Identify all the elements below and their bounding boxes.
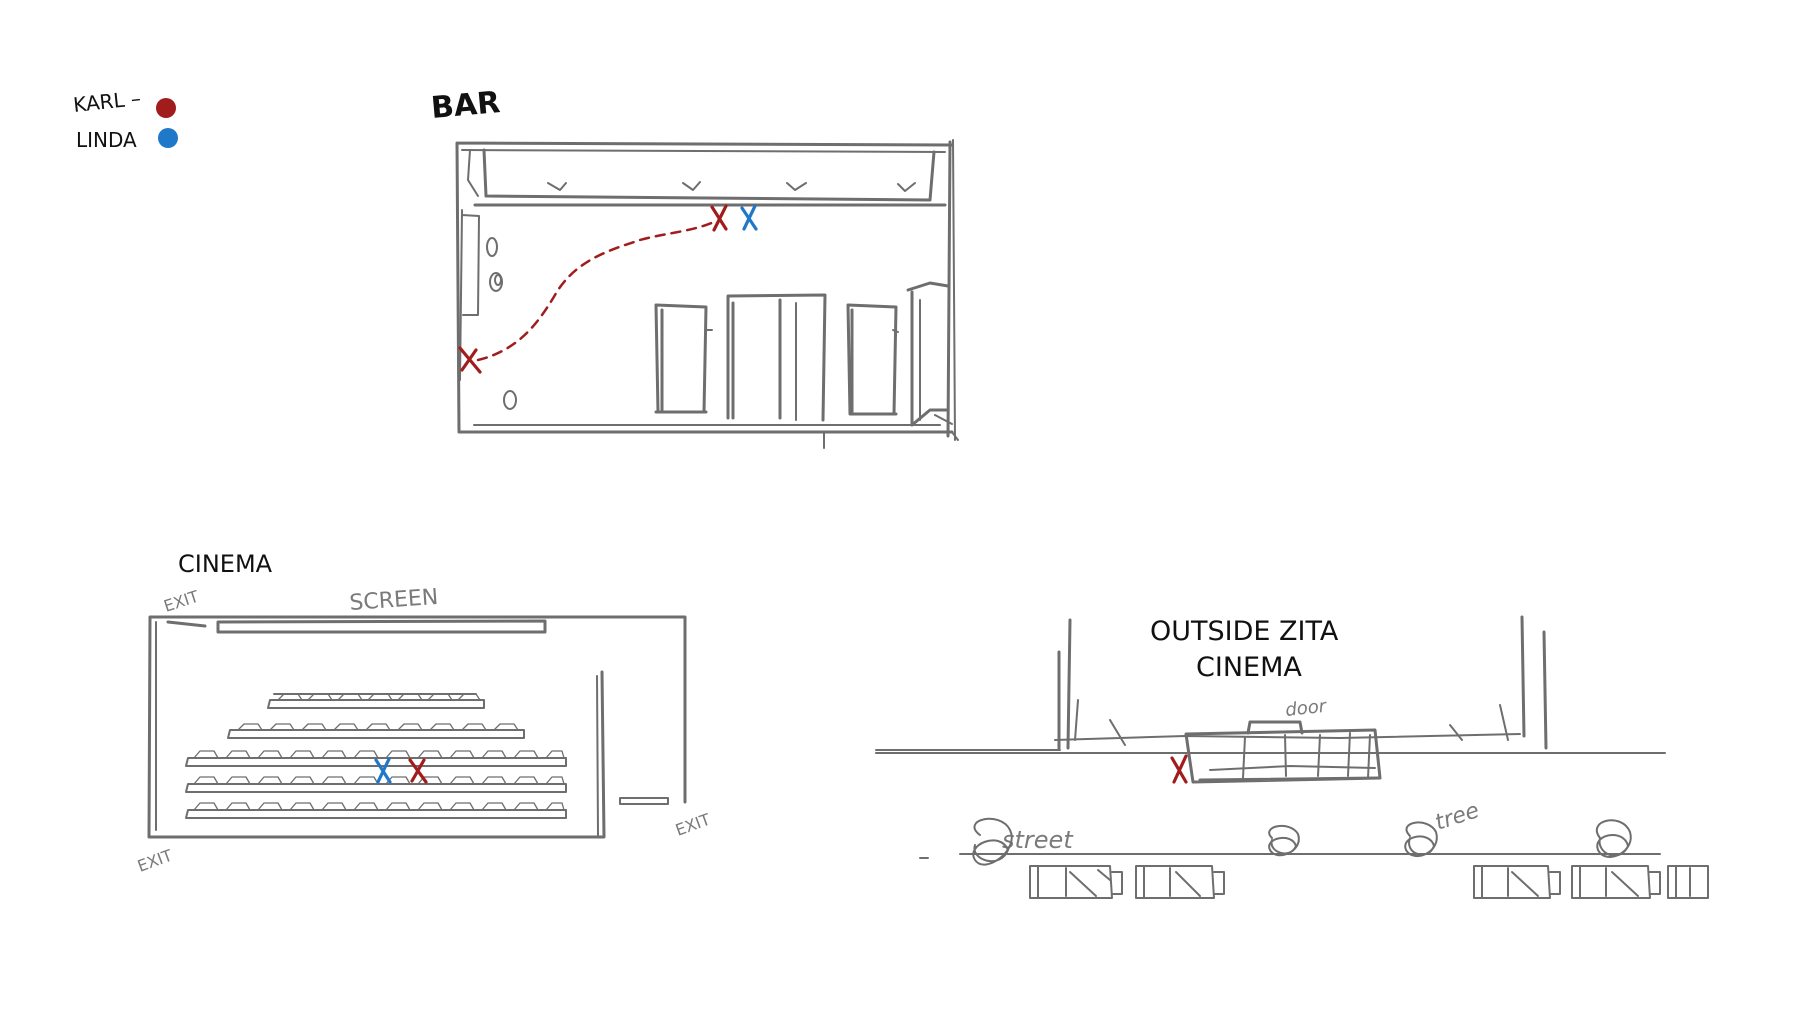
tree-scribble	[972, 817, 1013, 866]
car	[1473, 865, 1561, 899]
cinema-exit-right: EXIT	[673, 810, 713, 840]
outside-pavement-line	[875, 749, 1666, 754]
linda-marker-bar	[740, 204, 758, 231]
karl-marker-cinema	[408, 758, 428, 784]
tree-scribble	[1268, 824, 1300, 857]
car	[1135, 865, 1225, 899]
cinema-seat-row	[227, 723, 525, 739]
cinema-top-left-exit-door	[166, 620, 207, 628]
bar-booth-2	[726, 293, 827, 422]
bar-walls	[455, 140, 954, 438]
tree-scribble	[1404, 821, 1438, 857]
bar-stool	[489, 272, 503, 292]
bar-entrance	[906, 281, 950, 427]
karl-path	[476, 220, 716, 362]
bar-bottom-wall	[473, 424, 959, 449]
bar-entrance-door	[919, 299, 953, 425]
cinema-plan: CINEMA SCREEN EXIT EXIT EXIT	[135, 550, 713, 876]
bar-booth-detail	[705, 329, 899, 333]
cinema-title: CINEMA	[178, 550, 273, 578]
legend-karl-dot	[156, 98, 176, 118]
cinema-right-exit-door	[619, 797, 669, 805]
cinema-seat-row	[185, 750, 567, 767]
car	[1667, 865, 1709, 899]
bar-plan: BAR	[430, 85, 959, 449]
bar-title: BAR	[430, 85, 502, 126]
outside-door	[1246, 720, 1304, 735]
cinema-seat-row	[185, 776, 567, 793]
outside-street-label: street	[1002, 826, 1074, 854]
legend-karl-label: KARL –	[72, 86, 142, 117]
cinema-seat-row	[185, 802, 567, 819]
bar-left-shelf	[459, 209, 480, 381]
cinema-seat-row	[267, 693, 485, 709]
cinema-screen	[216, 619, 547, 634]
bar-stool	[503, 390, 517, 410]
cinema-exit-bottom-left: EXIT	[135, 846, 175, 876]
car	[1571, 865, 1661, 899]
outside-title-line2: CINEMA	[1196, 652, 1302, 683]
bar-booth-1	[654, 303, 708, 414]
outside-tree-label: tree	[1432, 798, 1482, 836]
karl-marker-bar-start	[458, 346, 482, 374]
outside-title-line1: OUTSIDE ZITA	[1150, 616, 1339, 647]
bar-left-corner	[467, 149, 479, 197]
outside-plan: OUTSIDE ZITA CINEMA door street tree	[875, 615, 1709, 899]
bar-counter-lamps	[547, 181, 916, 192]
outside-door-label: door	[1284, 696, 1328, 721]
bar-counter	[473, 148, 947, 207]
legend-linda-dot	[158, 128, 178, 148]
cinema-screen-label: SCREEN	[349, 585, 439, 616]
cinema-walls-inner	[155, 621, 599, 836]
car	[1029, 865, 1123, 899]
outside-street-line	[919, 853, 1661, 859]
outside-facade-line	[1054, 719, 1521, 746]
bar-stool	[486, 237, 498, 257]
outside-entrance-columns	[1242, 732, 1371, 779]
cinema-walls	[147, 615, 687, 839]
outside-entrance-step	[1209, 765, 1376, 771]
cinema-exit-top-left: EXIT	[161, 587, 201, 616]
bar-booth-3	[846, 303, 898, 416]
linda-marker-cinema	[374, 757, 392, 784]
outside-building-walls	[1057, 615, 1548, 750]
bar-stool	[494, 274, 502, 286]
karl-marker-outside	[1170, 754, 1188, 784]
outside-entrance	[1184, 728, 1382, 784]
tree-scribble	[1595, 819, 1632, 858]
legend-linda-label: LINDA	[76, 128, 137, 152]
bar-walls-double	[461, 139, 956, 441]
karl-marker-bar-end	[710, 204, 728, 232]
legend: KARL – LINDA	[72, 86, 178, 152]
